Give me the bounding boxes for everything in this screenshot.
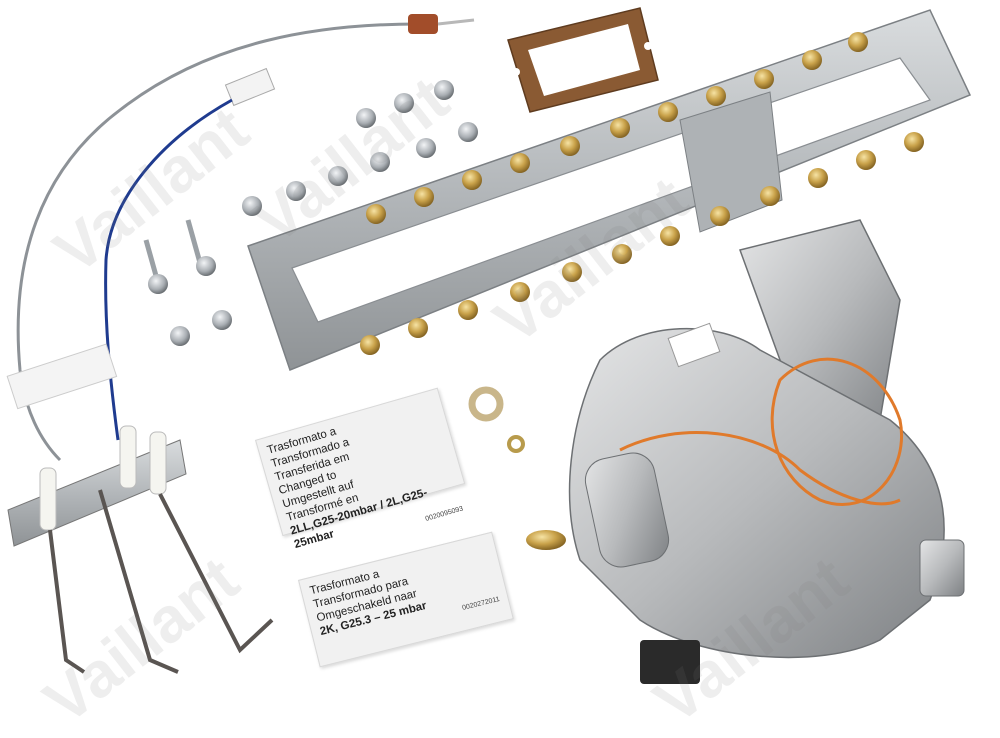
gas-valve bbox=[526, 219, 965, 684]
product-photo bbox=[6, 7, 972, 684]
washers bbox=[468, 386, 525, 453]
injector-nozzles bbox=[360, 32, 924, 355]
screw-set bbox=[143, 80, 478, 346]
cork-gasket bbox=[507, 7, 659, 113]
sensor-wire bbox=[104, 98, 233, 441]
ignition-electrode bbox=[6, 343, 274, 674]
burner-manifold bbox=[247, 9, 972, 371]
